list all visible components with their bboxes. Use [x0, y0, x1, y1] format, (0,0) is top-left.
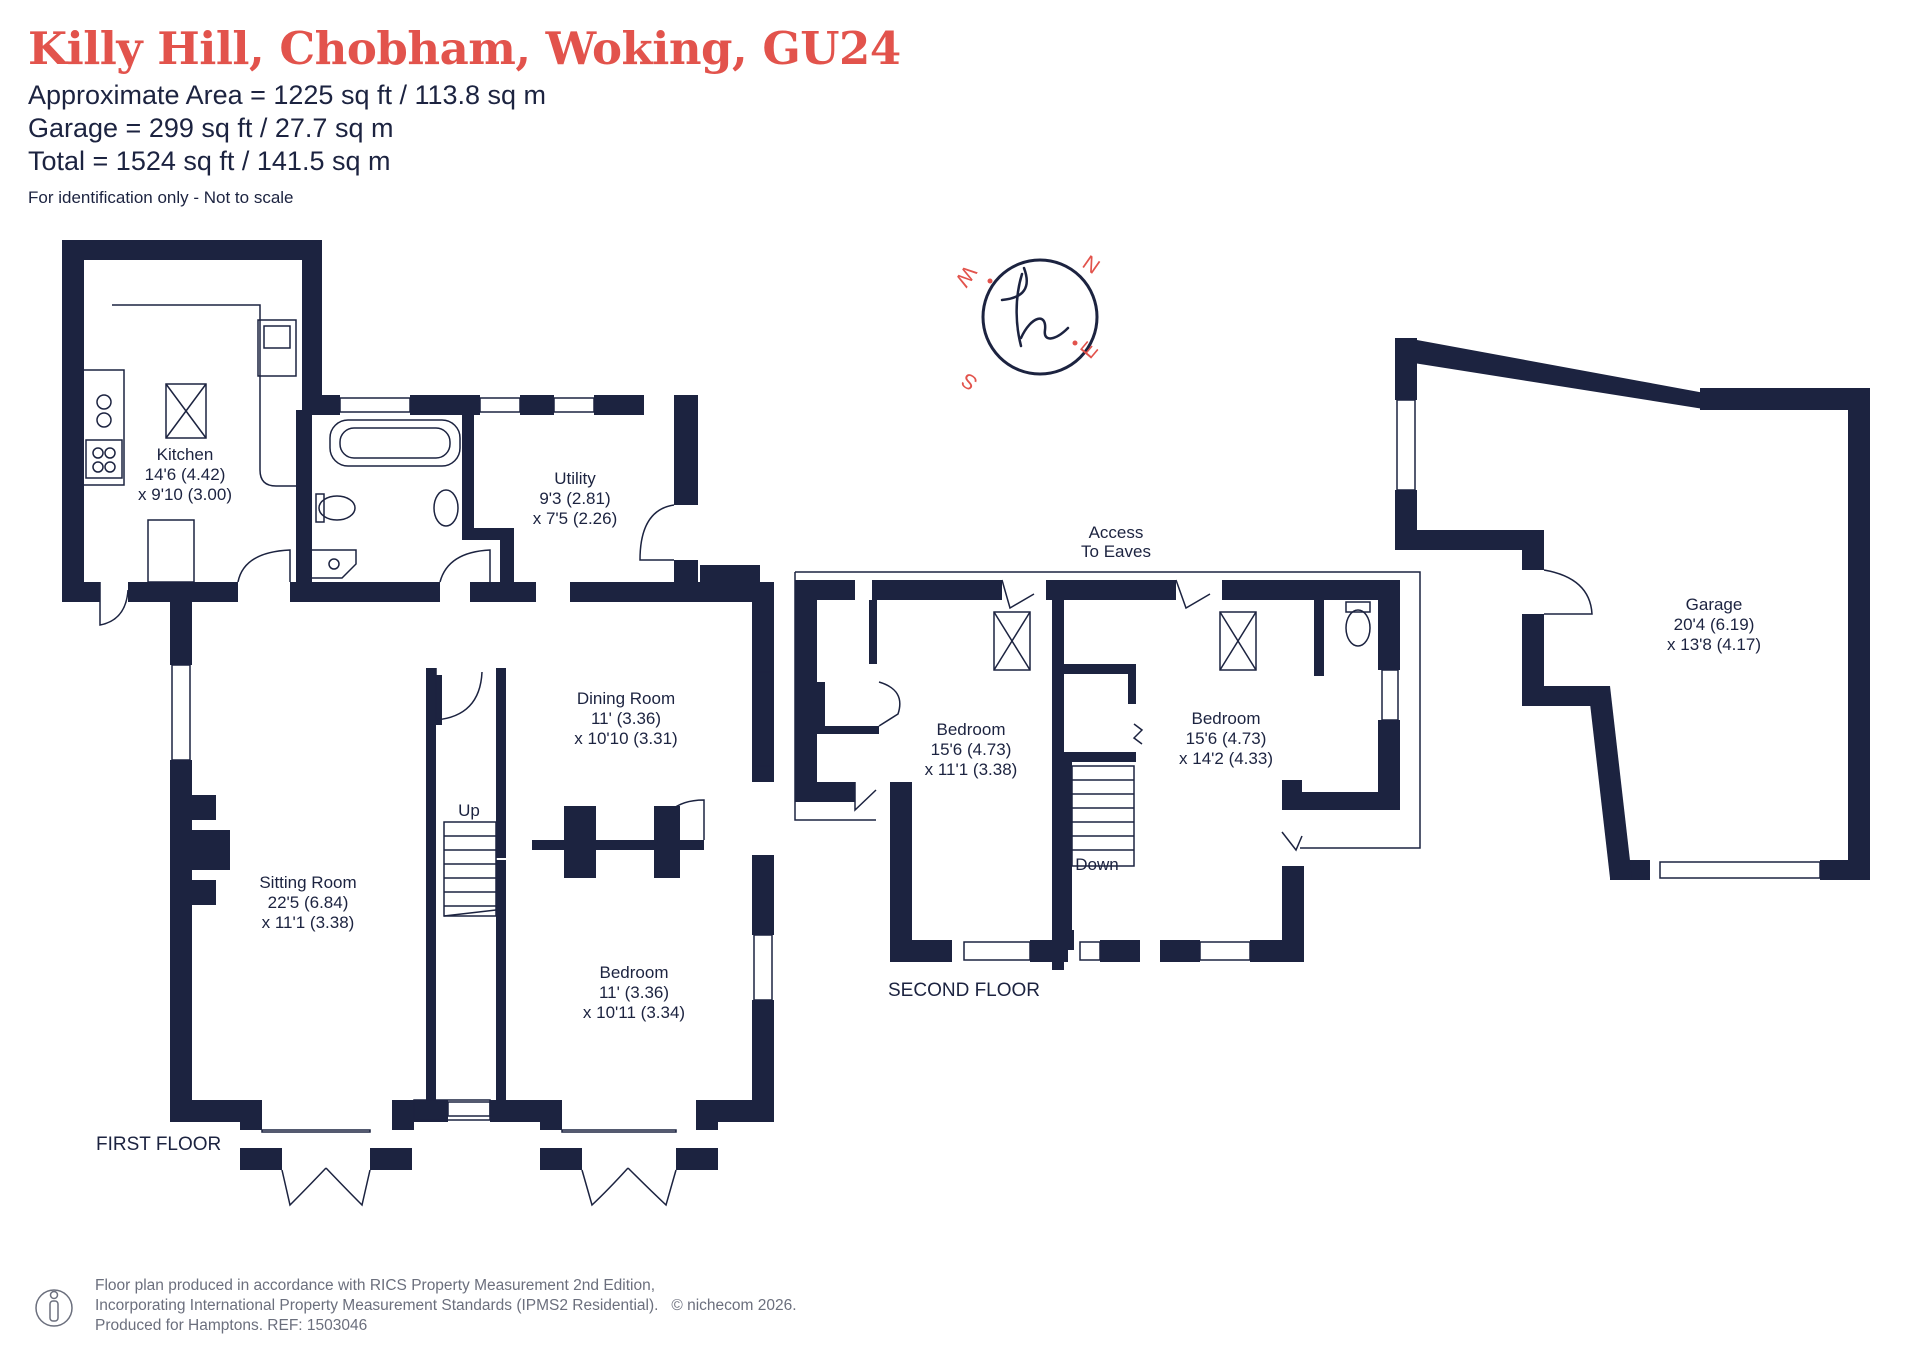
footer-line-1: Floor plan produced in accordance with R… [95, 1277, 656, 1294]
approx-area: Approximate Area = 1225 sq ft / 113.8 sq… [28, 80, 547, 110]
footer-line-2: Incorporating International Property Mea… [95, 1296, 797, 1316]
logo-icon [1000, 266, 1070, 348]
bedroom-2a-dim1: 15'6 (4.73) [931, 740, 1012, 759]
footer-line-3: Produced for Hamptons. REF: 1503046 [95, 1317, 368, 1334]
compass-west: W [950, 261, 980, 291]
garage-dim1: 20'4 (6.19) [1674, 615, 1755, 634]
dining-dim1: 11' (3.36) [591, 709, 661, 728]
kitchen-dim2: x 9'10 (3.00) [138, 485, 232, 504]
compass: N E S W [950, 251, 1103, 394]
footer: Floor plan produced in accordance with R… [95, 1276, 797, 1336]
kitchen-dim1: 14'6 (4.42) [145, 465, 226, 484]
footer-copyright: © nichecom 2026. [671, 1297, 797, 1314]
garage-name: Garage [1686, 595, 1743, 614]
access-eaves-line1: Access [1089, 523, 1144, 542]
first-floor-walls [62, 240, 774, 1170]
utility-dim1: 9'3 (2.81) [539, 489, 610, 508]
dining-dim2: x 10'10 (3.31) [574, 729, 677, 748]
property-title: Killy Hill, Chobham, Woking, GU24 [28, 22, 901, 75]
dining-name: Dining Room [577, 689, 675, 708]
kitchen-name: Kitchen [157, 445, 214, 464]
second-floor-walls [795, 580, 1400, 970]
bedroom-2b-dim2: x 14'2 (4.33) [1179, 749, 1273, 768]
first-floor-label: FIRST FLOOR [96, 1134, 221, 1155]
bedroom-2a-dim2: x 11'1 (3.38) [925, 760, 1018, 779]
footer-line-2-text: Incorporating International Property Mea… [95, 1297, 659, 1314]
bedroom-2b-dim1: 15'6 (4.73) [1186, 729, 1267, 748]
scale-note: For identification only - Not to scale [28, 188, 294, 207]
fixtures [84, 304, 1821, 1207]
sitting-dim1: 22'5 (6.84) [268, 893, 349, 912]
stairs-down-label: Down [1075, 855, 1118, 874]
sitting-name: Sitting Room [259, 873, 356, 892]
access-eaves-line2: To Eaves [1081, 542, 1151, 561]
utility-dim2: x 7'5 (2.26) [533, 509, 618, 528]
garage-area: Garage = 299 sq ft / 27.7 sq m [28, 113, 394, 143]
bedroom-first-dim2: x 10'11 (3.34) [583, 1003, 685, 1022]
utility-name: Utility [554, 469, 596, 488]
room-labels: Kitchen 14'6 (4.42) x 9'10 (3.00) Utilit… [96, 445, 1761, 1155]
bedroom-first-dim1: 11' (3.36) [599, 983, 669, 1002]
bedroom-2b-name: Bedroom [1192, 709, 1261, 728]
person-icon [35, 1289, 73, 1327]
total-area: Total = 1524 sq ft / 141.5 sq m [28, 146, 391, 176]
garage-dim2: x 13'8 (4.17) [1667, 635, 1761, 654]
garage-walls [1395, 338, 1870, 880]
stairs-up-label: Up [458, 801, 480, 820]
compass-north: N [1078, 251, 1104, 279]
second-floor-label: SECOND FLOOR [888, 980, 1040, 1001]
bedroom-first-name: Bedroom [600, 963, 669, 982]
bedroom-2a-name: Bedroom [937, 720, 1006, 739]
compass-south: S [957, 368, 982, 395]
sitting-dim2: x 11'1 (3.38) [262, 913, 355, 932]
